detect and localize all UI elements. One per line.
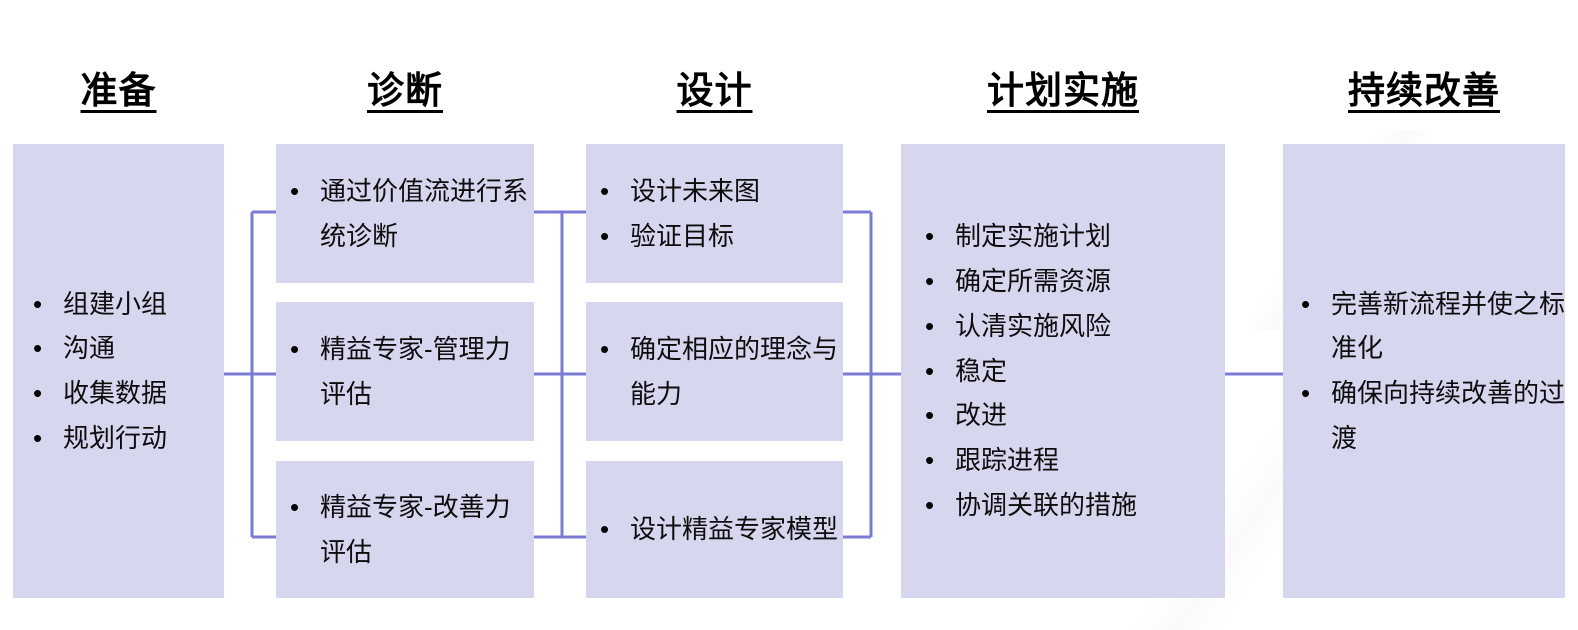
list-item: 精益专家-改善力评估 (276, 485, 534, 574)
phase-box-continuous-improvement[interactable]: 完善新流程并使之标准化 确保向持续改善的过渡 (1283, 144, 1565, 598)
bullet-list: 确定相应的理念与能力 (586, 327, 843, 416)
list-item: 确定相应的理念与能力 (586, 327, 843, 416)
list-item: 规划行动 (19, 416, 224, 461)
list-item: 组建小组 (19, 282, 224, 327)
phase-title-prepare: 准备 (80, 70, 157, 111)
phase-box-design-1[interactable]: 设计未来图 验证目标 (586, 144, 843, 283)
phase-box-diagnose-3[interactable]: 精益专家-改善力评估 (276, 461, 534, 598)
phase-title-plan-implement: 计划实施 (987, 70, 1139, 111)
list-item: 确保向持续改善的过渡 (1287, 371, 1565, 460)
list-item: 沟通 (19, 326, 224, 371)
bullet-list: 精益专家-改善力评估 (276, 485, 534, 574)
list-item: 设计未来图 (586, 169, 843, 214)
list-item: 收集数据 (19, 371, 224, 416)
phase-box-design-3[interactable]: 设计精益专家模型 (586, 461, 843, 598)
bullet-list: 完善新流程并使之标准化 确保向持续改善的过渡 (1283, 282, 1565, 461)
list-item: 制定实施计划 (911, 214, 1225, 259)
bullet-list: 设计精益专家模型 (586, 507, 843, 552)
phase-box-diagnose-1[interactable]: 通过价值流进行系统诊断 (276, 144, 534, 283)
phase-box-diagnose-2[interactable]: 精益专家-管理力评估 (276, 302, 534, 441)
list-item: 认清实施风险 (911, 304, 1225, 349)
phase-box-design-2[interactable]: 确定相应的理念与能力 (586, 302, 843, 441)
list-item: 精益专家-管理力评估 (276, 327, 534, 416)
phase-box-plan-implement[interactable]: 制定实施计划 确定所需资源 认清实施风险 稳定 改进 跟踪进程 协调关联的措施 (901, 144, 1225, 598)
list-item: 稳定 (911, 349, 1225, 394)
list-item: 设计精益专家模型 (586, 507, 843, 552)
list-item: 通过价值流进行系统诊断 (276, 169, 534, 258)
bullet-list: 通过价值流进行系统诊断 (276, 169, 534, 258)
list-item: 确定所需资源 (911, 259, 1225, 304)
phase-title-continuous-improvement: 持续改善 (1348, 70, 1500, 111)
list-item: 改进 (911, 393, 1225, 438)
bullet-list: 组建小组 沟通 收集数据 规划行动 (13, 282, 224, 461)
list-item: 验证目标 (586, 214, 843, 259)
bullet-list: 制定实施计划 确定所需资源 认清实施风险 稳定 改进 跟踪进程 协调关联的措施 (901, 214, 1225, 527)
phase-box-prepare[interactable]: 组建小组 沟通 收集数据 规划行动 (13, 144, 224, 598)
list-item: 跟踪进程 (911, 438, 1225, 483)
phase-title-design: 设计 (676, 70, 753, 111)
bullet-list: 精益专家-管理力评估 (276, 327, 534, 416)
list-item: 完善新流程并使之标准化 (1287, 282, 1565, 371)
phase-title-diagnose: 诊断 (367, 70, 443, 111)
bullet-list: 设计未来图 验证目标 (586, 169, 843, 258)
list-item: 协调关联的措施 (911, 483, 1225, 528)
